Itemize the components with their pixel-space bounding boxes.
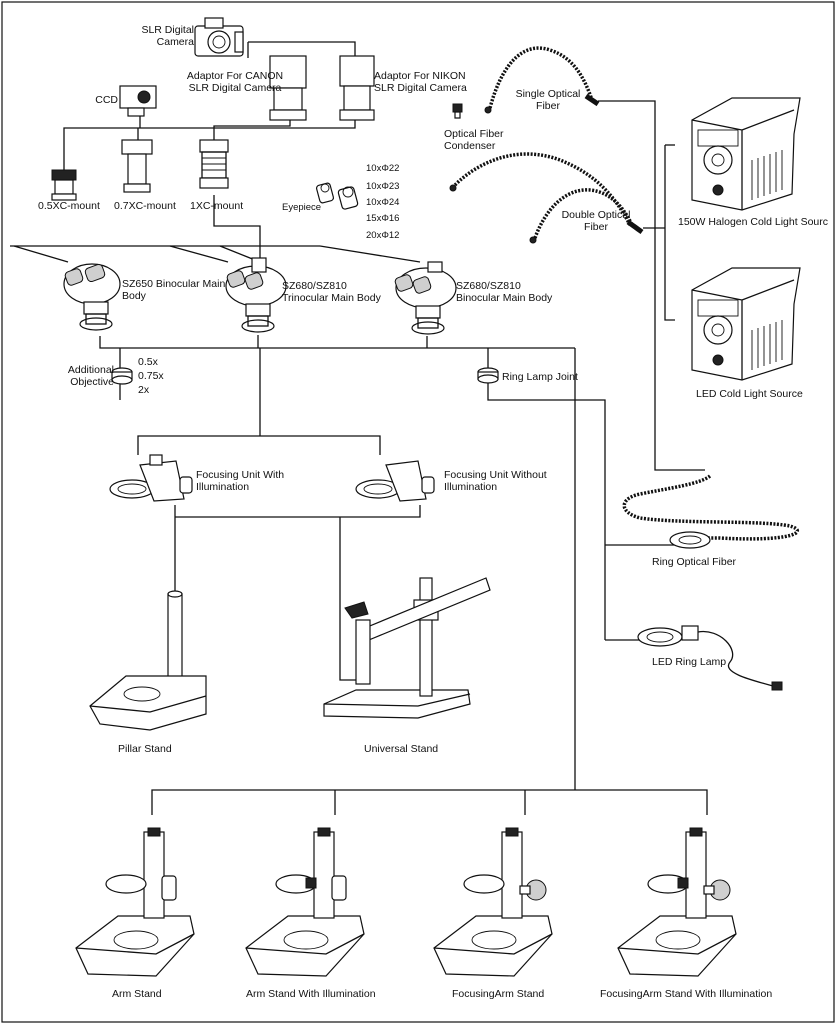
label-universal-stand: Universal Stand [364,743,439,755]
label-led-source: LED Cold Light Source [696,388,803,400]
sz650-body-drawing [63,263,121,331]
connector-lines [10,41,708,815]
binocular-body-drawing [394,261,457,335]
label-halogen-source: 150W Halogen Cold Light Sourc [678,216,829,228]
focusing-unit-no-illum-drawing [355,460,435,502]
halogen-light-source-drawing [691,97,801,211]
label-ccd: CCD [95,94,118,106]
label-eyepiece: Eyepiece [282,202,322,213]
label-focusing-without-illum: Focusing Unit Without Illumination [444,469,547,493]
ring-fiber-drawing [622,474,799,549]
objective-option: 2x [138,384,150,396]
label-arm-stand: Arm Stand [112,988,162,1000]
universal-stand-drawing [323,577,491,719]
trinocular-body-drawing [225,257,287,333]
label-double-fiber: Double Optical Fiber [561,209,631,233]
label-adaptor-canon: Adaptor For CANON SLR Digital Camera [186,70,284,94]
focusing-unit-illum-drawing [109,454,193,502]
eyepiece-option: 20xΦ12 [366,230,400,241]
label-focusing-arm-stand: FocusingArm Stand [452,988,545,1000]
led-light-source-drawing [691,267,801,381]
label-single-fiber: Single Optical Fiber [515,88,581,112]
label-led-ring-lamp: LED Ring Lamp [652,656,727,668]
single-fiber-drawing [484,46,600,114]
led-ring-lamp-drawing [637,625,783,691]
additional-objective-drawing [111,367,133,385]
objective-option: 0.75x [138,370,164,382]
ring-lamp-joint-drawing [477,367,499,384]
label-sz650-body: SZ650 Binocular Main Body [122,278,226,302]
label-fiber-condenser: Optical Fiber Condenser [444,128,504,152]
objective-option: 0.5x [138,356,158,368]
eyepiece-option: 15xΦ16 [366,213,400,224]
label-c-mount-07: 0.7XC-mount [114,200,176,212]
c-mount-05-drawing [51,169,77,201]
label-arm-stand-illum: Arm Stand With Illumination [246,988,376,1000]
adaptor-canon-drawing [269,55,307,121]
label-c-mount-05: 0.5XC-mount [38,200,100,212]
fiber-condenser-drawing [452,103,463,119]
double-fiber-drawing [449,152,644,244]
eyepiece-option: 10xΦ22 [366,163,400,174]
label-focusing-arm-stand-illum: FocusingArm Stand With Illumination [600,988,773,1000]
adaptor-nikon-drawing [339,55,375,121]
focusing-arm-stand-drawing [433,827,553,977]
eyepiece-option: 10xΦ23 [366,181,400,192]
c-mount-1-drawing [199,139,229,189]
c-mount-07-drawing [121,139,153,193]
label-additional-objective: Additional Objective [67,364,114,388]
label-trinocular-body: SZ680/SZ810 Trinocular Main Body [282,280,381,304]
label-adaptor-nikon: Adaptor For NIKON SLR Digital Camera [374,70,467,94]
eyepiece-option: 10xΦ24 [366,197,400,208]
focusing-arm-stand-illum-drawing [617,827,737,977]
label-binocular-body: SZ680/SZ810 Binocular Main Body [456,280,553,304]
arm-stand-drawing [75,827,195,977]
label-ring-fiber: Ring Optical Fiber [652,556,737,568]
arm-stand-illum-drawing [245,827,365,977]
label-slr-camera: SLR Digital Camera [141,24,194,48]
slr-camera-drawing [194,17,244,57]
pillar-stand-drawing [89,590,207,731]
label-c-mount-1: 1XC-mount [190,200,244,212]
ccd-camera-drawing [119,85,157,117]
label-focusing-with-illum: Focusing Unit With Illumination [196,469,285,493]
eyepieces-drawing [315,182,359,210]
label-ring-lamp-joint: Ring Lamp Joint [502,371,578,383]
label-pillar-stand: Pillar Stand [118,743,172,755]
